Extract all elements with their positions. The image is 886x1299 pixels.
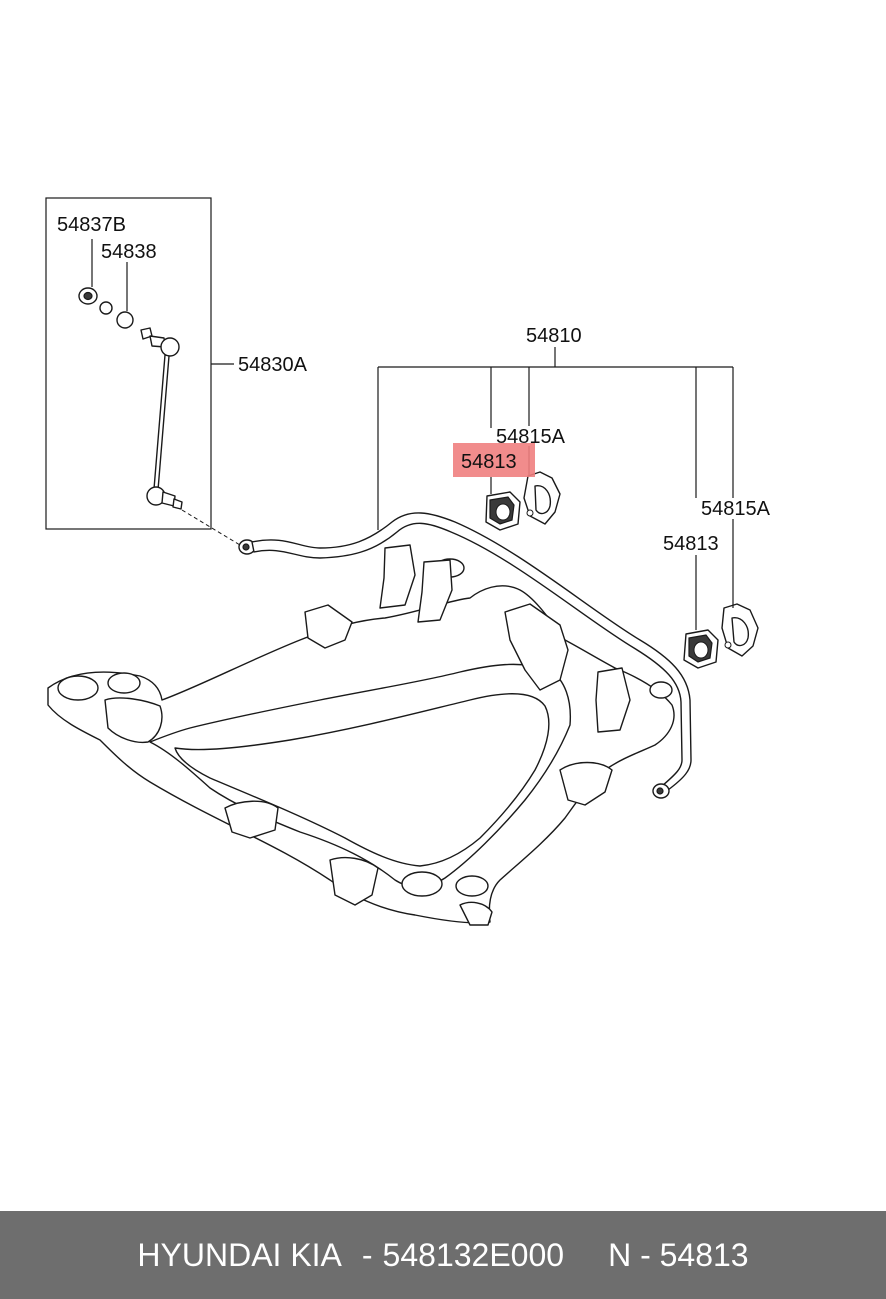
bushing-left-part	[485, 491, 521, 531]
link-ring-part	[116, 311, 134, 329]
link-small-ring-part	[99, 301, 113, 315]
label-link-ring[interactable]: 54838	[101, 241, 157, 263]
footer-part-number: 548132E000	[382, 1236, 565, 1273]
stabilizer-link-rod	[140, 327, 183, 510]
front-subframe	[47, 544, 675, 926]
bushing-right-part	[683, 629, 719, 669]
label-bushing-left[interactable]: 54813	[461, 451, 517, 473]
label-bushing-right[interactable]: 54813	[663, 533, 719, 555]
footer-brand: HYUNDAI KIA	[137, 1236, 342, 1273]
link-cap-part	[78, 287, 98, 305]
label-bracket-right[interactable]: 54815A	[701, 498, 771, 520]
highlight-box	[453, 443, 535, 477]
footer-position-label: N - 54813	[608, 1236, 749, 1273]
part-info-footer: HYUNDAI KIA - 548132E000 N - 54813	[0, 1211, 886, 1299]
stabilizer-bar	[238, 512, 692, 799]
label-stabilizer-link[interactable]: 54830A	[238, 354, 308, 376]
label-stabilizer-bar[interactable]: 54810	[526, 325, 582, 347]
label-link-cap[interactable]: 54837B	[57, 214, 126, 236]
label-bracket-left[interactable]: 54815A	[496, 426, 566, 448]
footer-separator: -	[361, 1236, 373, 1273]
parts-diagram: 54837B 54838 54830A 54810 54815A 54813 5…	[45, 197, 771, 926]
bracket-right-part	[721, 603, 759, 657]
bracket-left-part	[523, 471, 561, 525]
